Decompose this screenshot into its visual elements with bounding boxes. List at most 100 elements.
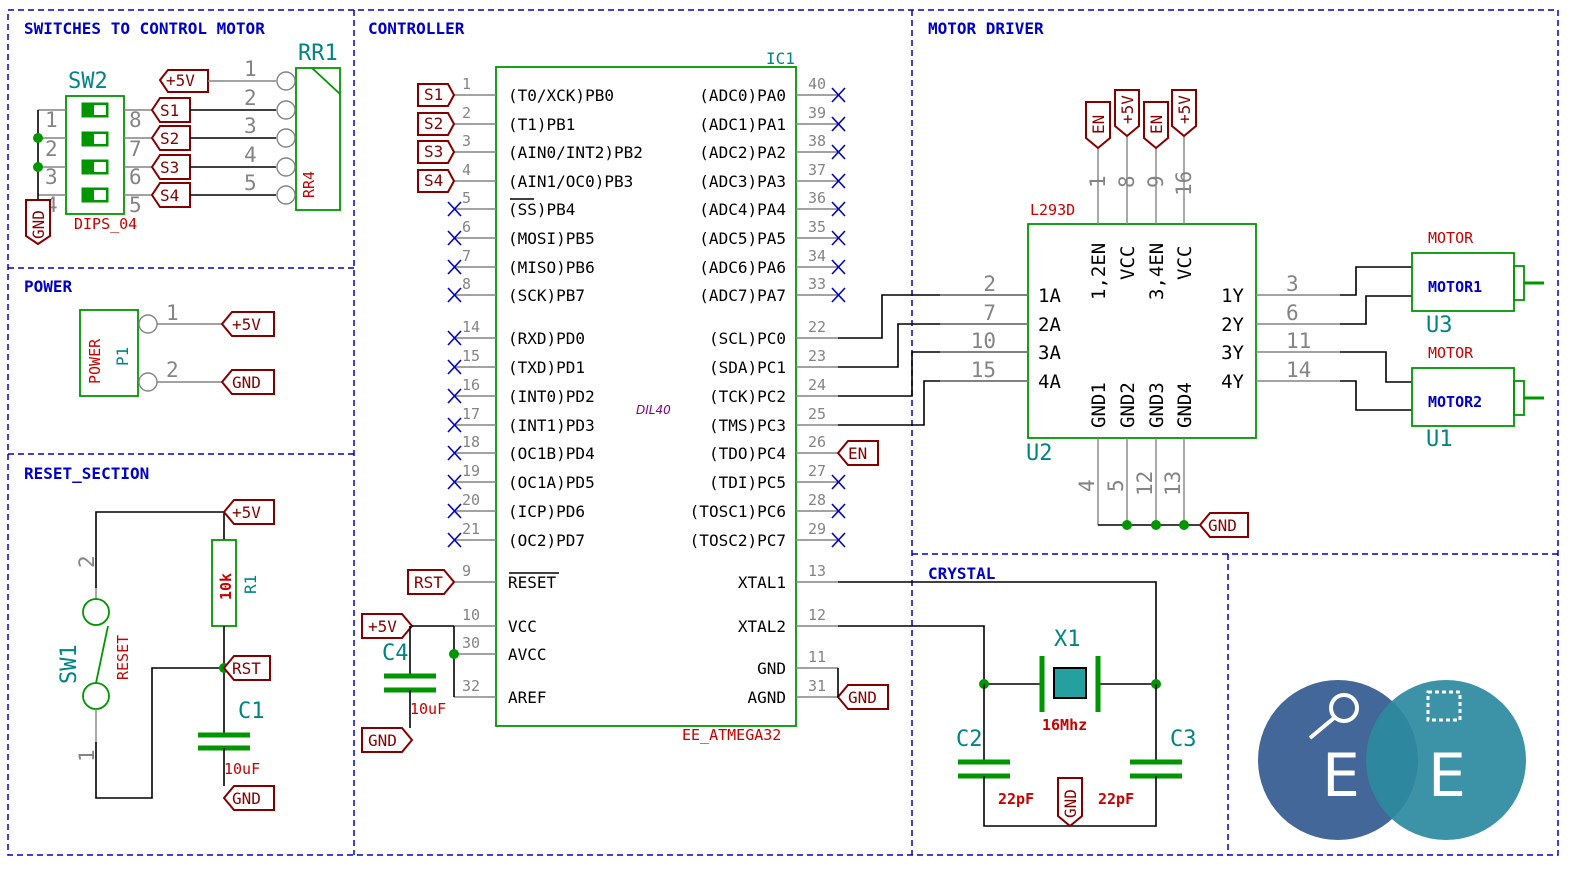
ee-logo: E E: [1258, 680, 1526, 840]
rr1-ref: RR1: [298, 41, 338, 66]
section-title-controller: CONTROLLER: [368, 19, 465, 38]
no-connect-mark: [447, 330, 462, 346]
l293d-pin-num: 7: [983, 301, 996, 325]
mcu-pin-name: (ADC2)PA2: [699, 143, 786, 162]
mcu-pin-name: (TDO)PC4: [709, 444, 786, 463]
mcu-atmega32: [495, 66, 797, 727]
mcu-pin-num: 11: [808, 648, 826, 666]
net-label-s1: S1: [160, 101, 179, 120]
vcc-label: +5V: [1118, 95, 1137, 124]
magnifier-icon: [1329, 693, 1359, 723]
c4-ref: C4: [382, 641, 409, 666]
mcu-pin-name: AGND: [747, 688, 786, 707]
l293d-pin-name: 2Y: [1221, 314, 1244, 336]
mcu-pin-name: (TXD)PD1: [508, 358, 585, 377]
mcu-pin-num: 39: [808, 104, 826, 122]
no-connect-mark: [447, 259, 462, 275]
no-connect-mark: [447, 503, 462, 519]
net-label-s3: S3: [160, 158, 179, 177]
l293d-pin-num: 2: [983, 272, 996, 296]
l293d-pin-name: 1A: [1038, 285, 1061, 307]
en-label: EN: [1147, 115, 1166, 134]
no-connect-mark: [447, 287, 462, 303]
mcu-pin-name: (MISO)PB6: [508, 258, 595, 277]
section-title-power: POWER: [24, 277, 73, 296]
mcu-pin-num: 2: [462, 104, 471, 122]
mcu-pin-num: 15: [462, 347, 480, 365]
gnd-label: GND: [368, 731, 397, 750]
mcu-pin-num: 13: [808, 562, 826, 580]
l293d-pin-name: GND2: [1117, 382, 1139, 428]
x1-ref: X1: [1054, 627, 1081, 652]
mcu-pin-num: 9: [462, 562, 471, 580]
rst-label: RST: [414, 573, 443, 592]
l293d-pin-name: 3Y: [1221, 342, 1244, 364]
mcu-pin-name: (ADC3)PA3: [699, 172, 786, 191]
mcu-right-flags: [836, 440, 889, 710]
gnd-label: GND: [29, 210, 48, 239]
mcu-pin-num: 32: [462, 677, 480, 695]
l293d-pin-name: 4A: [1038, 371, 1061, 393]
no-connect-mark: [831, 116, 846, 132]
mcu-pin-name: XTAL2: [738, 617, 786, 636]
mcu-pin-num: 3: [462, 132, 471, 150]
sw2-pin-num: 3: [45, 165, 58, 189]
mcu-pin-num: 19: [462, 462, 480, 480]
net-label-s2: S2: [160, 129, 179, 148]
p1-pin-num: 2: [166, 358, 179, 382]
motor-2: [1411, 367, 1544, 427]
p1-pin-num: 1: [166, 301, 179, 325]
c2-ref: C2: [956, 727, 983, 752]
no-connect-mark: [831, 259, 846, 275]
mcu-pin-num: 5: [462, 189, 471, 207]
vcc-label: +5V: [232, 503, 261, 522]
mcu-pin-num: 1: [462, 75, 471, 93]
c4-value: 10uF: [410, 700, 446, 718]
l293d-pin-num: 13: [1161, 471, 1185, 496]
mcu-value: EE_ATMEGA32: [682, 726, 781, 744]
mcu-pin-name: (TCK)PC2: [709, 387, 786, 406]
logo-circle-right: [1366, 680, 1526, 840]
mcu-pin-num: 23: [808, 347, 826, 365]
mcu-right-pins: 40(ADC0)PA039(ADC1)PA138(ADC2)PA237(ADC3…: [690, 75, 846, 707]
l293d-pin-num: 10: [971, 329, 996, 353]
sw1-value: RESET: [114, 635, 132, 680]
l293d-pin-name: GND1: [1088, 382, 1110, 428]
mcu-pin-name: (T0/XCK)PB0: [508, 86, 614, 105]
l293d-pin-num: 6: [1286, 301, 1299, 325]
mcu-pin-name: (TDI)PC5: [709, 473, 786, 492]
mcu-pin-name: AREF: [508, 688, 547, 707]
mcu-pin-num: 4: [462, 161, 471, 179]
mcu-pin-num: 26: [808, 433, 826, 451]
rr1-pin-num: 5: [244, 171, 257, 195]
mcu-pin-name: (INT1)PD3: [508, 416, 595, 435]
c2-value: 22pF: [998, 790, 1034, 808]
l293d-pin-num: 16: [1172, 171, 1196, 196]
no-connect-mark: [831, 474, 846, 490]
vcc-label: +5V: [166, 71, 195, 90]
mcu-pin-num: 24: [808, 376, 826, 394]
no-connect-mark: [831, 201, 846, 217]
x1-value: 16Mhz: [1042, 716, 1087, 734]
r1-value: 10k: [217, 573, 235, 600]
mcu-pin-num: 27: [808, 462, 826, 480]
chip-icon: [1426, 690, 1462, 722]
sw2-pin-num: 8: [129, 108, 142, 132]
mcu-pin-name: (INT0)PD2: [508, 387, 595, 406]
mcu-pin-name: XTAL1: [738, 573, 786, 592]
mcu-pin-name: (ADC4)PA4: [699, 200, 786, 219]
mcu-pin-name: (T1)PB1: [508, 115, 575, 134]
l293d-pin-num: 9: [1144, 175, 1168, 188]
l293d-pin-name: 1Y: [1221, 285, 1244, 307]
net-label-s2: S2: [424, 114, 443, 133]
mcu-pin-num: 34: [808, 247, 826, 265]
mcu-pin-name: (AIN0/INT2)PB2: [508, 143, 643, 162]
mcu-pin-num: 38: [808, 132, 826, 150]
mcu-left-flags: [361, 83, 456, 639]
rst-label: RST: [232, 659, 261, 678]
vcc-label: +5V: [1175, 95, 1194, 124]
no-connect-mark: [831, 230, 846, 246]
l293d-pin-name: GND4: [1174, 382, 1196, 428]
mcu-pin-name: (TOSC2)PC7: [690, 531, 786, 550]
